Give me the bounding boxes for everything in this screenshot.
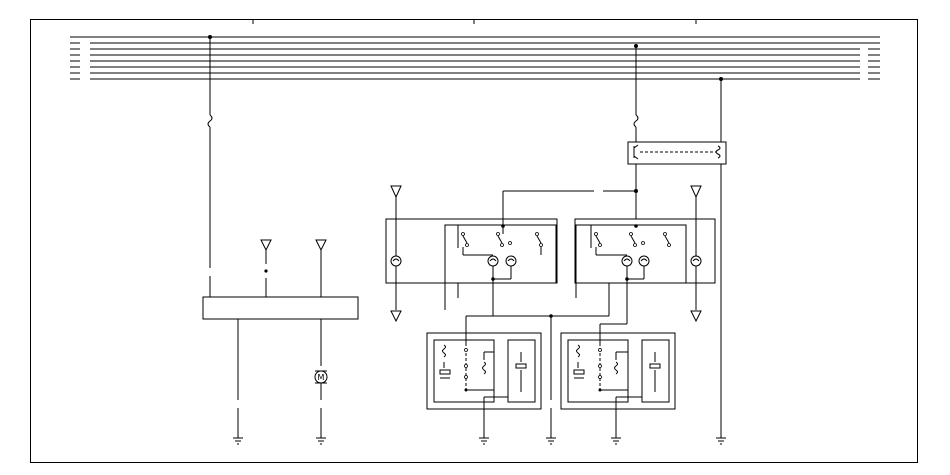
- ground-icon-3: [479, 437, 489, 445]
- antenna-left-1: [260, 239, 272, 297]
- lamp-icon-2: [487, 255, 499, 267]
- switch-contacts-a: [457, 219, 543, 281]
- lamp-icon-3: [505, 255, 517, 267]
- left-branch: [207, 35, 213, 297]
- ground-icon-2: [316, 437, 326, 445]
- lamp-icon-1: [390, 219, 402, 283]
- ground-icon-1: [233, 437, 243, 445]
- lamp-icon-5: [638, 255, 650, 267]
- switch-box-a: [385, 218, 558, 284]
- motor-icon: M: [314, 370, 328, 384]
- fuse-left-icon: [207, 114, 213, 128]
- antenna-right-2: [690, 185, 702, 323]
- ground-icon-4: [546, 437, 556, 445]
- switch-contacts-b: [590, 224, 671, 281]
- diagram-frame: [30, 19, 918, 463]
- ground-icon-5: [611, 437, 621, 445]
- lamp-icon-4: [621, 255, 633, 267]
- switch-inner-a: [444, 224, 557, 284]
- lamp-icon-6: [690, 219, 702, 283]
- ground-icon-6: [716, 437, 726, 445]
- antenna-left-2: [315, 239, 327, 297]
- motor-label: M: [318, 373, 325, 382]
- actuator-box-left: [426, 332, 542, 410]
- fuse-right-icon: [633, 114, 639, 128]
- right-branch: [633, 44, 639, 142]
- antenna-right-1: [390, 185, 402, 323]
- control-unit-box: [202, 296, 359, 320]
- power-bus: [70, 36, 880, 80]
- relay-box: [627, 141, 727, 165]
- switch-inner-b: [575, 224, 687, 284]
- actuator-box-right: [560, 332, 676, 410]
